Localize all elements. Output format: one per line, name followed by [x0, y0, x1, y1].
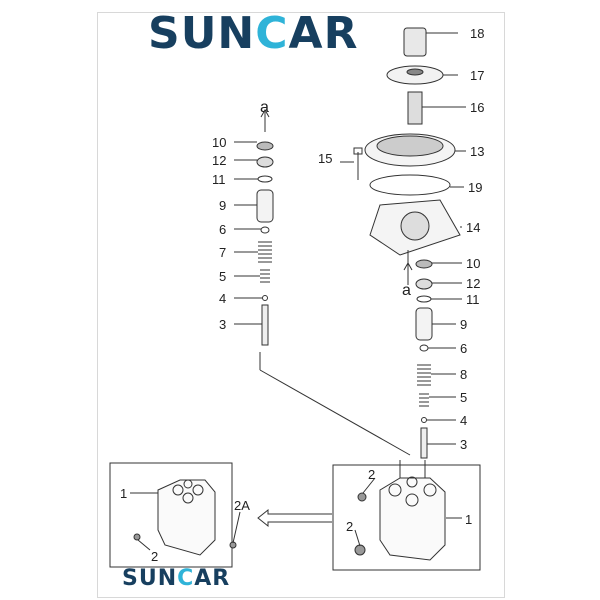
detail-label: 1 — [120, 486, 128, 501]
detail-label: 2 — [151, 549, 159, 564]
callout-label: 5 — [460, 390, 468, 405]
callout-label: 11 — [466, 292, 480, 307]
diagram-frame — [97, 12, 505, 598]
detail-box-right — [332, 464, 481, 571]
right-valve-stack — [353, 27, 461, 459]
detail-box-left — [109, 462, 233, 568]
callout-label: 19 — [468, 180, 483, 195]
callout-label: 10 — [212, 135, 227, 150]
callout-label: 12 — [212, 153, 227, 168]
callout-label: 13 — [470, 144, 485, 159]
callout-label: 9 — [460, 317, 468, 332]
valve-body-right — [354, 460, 446, 561]
callout-label: 17 — [470, 68, 485, 83]
callout-label: 4 — [219, 291, 227, 306]
suncar-logo-small: SUNCAR — [122, 566, 231, 591]
callout-label: 3 — [460, 437, 468, 452]
callout-label: 6 — [460, 341, 468, 356]
left-valve-stack — [256, 108, 411, 456]
detail-label: 2 — [368, 467, 376, 482]
callout-label: 8 — [460, 367, 468, 382]
callout-label: 4 — [460, 413, 468, 428]
callout-label: 9 — [219, 198, 227, 213]
callout-label: 11 — [212, 172, 226, 187]
marker-a-right: a — [402, 282, 411, 299]
callout-label: 16 — [470, 100, 485, 115]
callout-label: 7 — [219, 245, 227, 260]
suncar-logo: SUNCAR — [148, 8, 359, 59]
callout-label: 10 — [466, 256, 481, 271]
detail-label: 2A — [234, 498, 250, 513]
marker-a-left: a — [260, 99, 269, 116]
callout-label: 12 — [466, 276, 481, 291]
callout-label: 5 — [219, 269, 227, 284]
callout-label: 6 — [219, 222, 227, 237]
detail-label: 2 — [346, 519, 354, 534]
arrow-left-icon — [257, 508, 332, 528]
valve-body-left — [133, 479, 237, 556]
callout-label: 15 — [318, 151, 333, 166]
callout-label: 14 — [466, 220, 481, 235]
callout-label: 3 — [219, 317, 227, 332]
callout-label: 18 — [470, 26, 485, 41]
detail-label: 1 — [465, 512, 473, 527]
